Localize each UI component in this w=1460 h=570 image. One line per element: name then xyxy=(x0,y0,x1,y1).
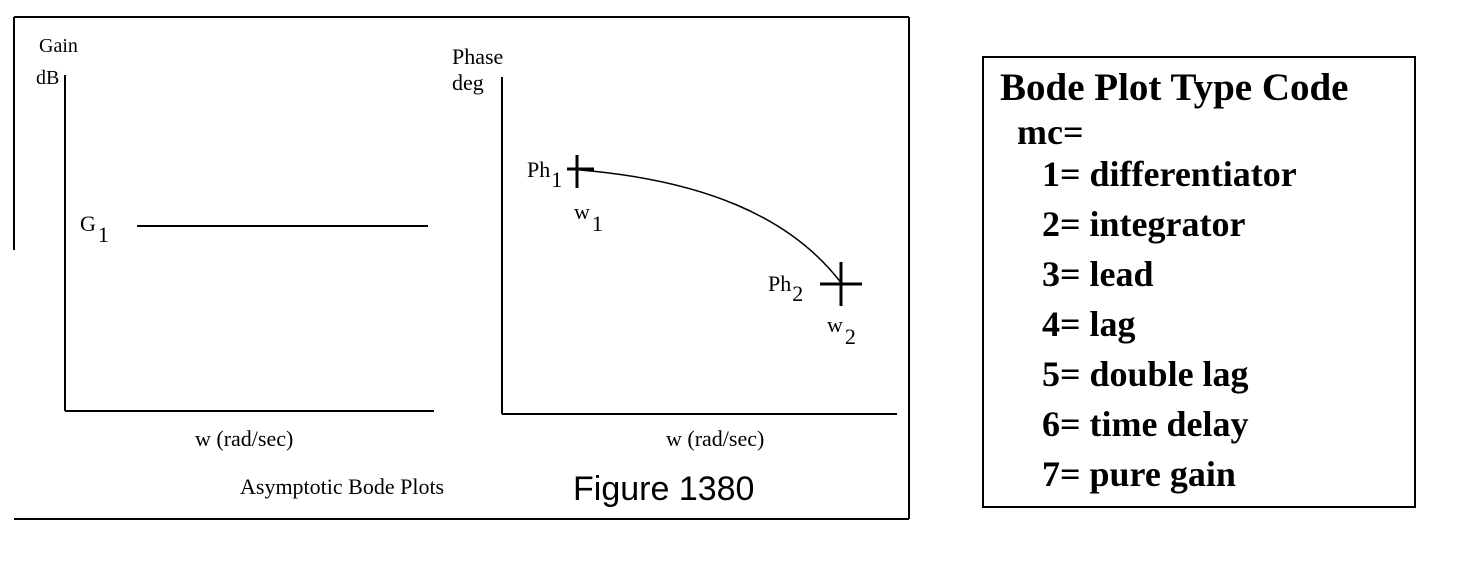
legend-variable: mc= xyxy=(1017,112,1084,152)
legend-item: 6= time delay xyxy=(1042,404,1249,444)
legend-title: Bode Plot Type Code xyxy=(1000,66,1349,109)
gain-y-label-top: Gain xyxy=(39,35,78,57)
phase-point-1-cross xyxy=(567,155,594,188)
phase-plot: Phase deg Ph1 w1 Ph2 w2 w (rad/sec) xyxy=(452,44,897,451)
phase-x-label: w (rad/sec) xyxy=(666,426,764,451)
legend-item: 3= lead xyxy=(1042,254,1154,294)
legend-item: 2= integrator xyxy=(1042,204,1246,244)
gain-plot: Gain dB G1 w (rad/sec) xyxy=(36,35,434,451)
legend-item: 1= differentiator xyxy=(1042,154,1297,194)
gain-y-label-bottom: dB xyxy=(36,67,59,89)
phase-y-label-top: Phase xyxy=(452,44,503,69)
legend-box: Bode Plot Type Code mc= 1= differentiato… xyxy=(982,56,1416,508)
legend-list: 1= differentiator 2= integrator 3= lead … xyxy=(1042,156,1297,506)
phase-point-2-w-label: w2 xyxy=(827,312,856,349)
gain-x-label: w (rad/sec) xyxy=(195,426,293,451)
legend-item: 7= pure gain xyxy=(1042,454,1236,494)
phase-y-label-bottom: deg xyxy=(452,70,484,95)
legend-item: 5= double lag xyxy=(1042,354,1249,394)
figure-number: Figure 1380 xyxy=(573,470,754,508)
figure-frame xyxy=(13,16,910,520)
phase-point-2-cross xyxy=(820,262,862,306)
phase-point-1-w-label: w1 xyxy=(574,199,603,236)
phase-point-2-ph-label: Ph2 xyxy=(768,271,803,306)
legend-item: 4= lag xyxy=(1042,304,1136,344)
figure-caption: Asymptotic Bode Plots xyxy=(240,474,444,499)
phase-curve xyxy=(579,169,843,285)
phase-point-1-ph-label: Ph1 xyxy=(527,157,562,192)
gain-level-label: G1 xyxy=(80,211,109,247)
